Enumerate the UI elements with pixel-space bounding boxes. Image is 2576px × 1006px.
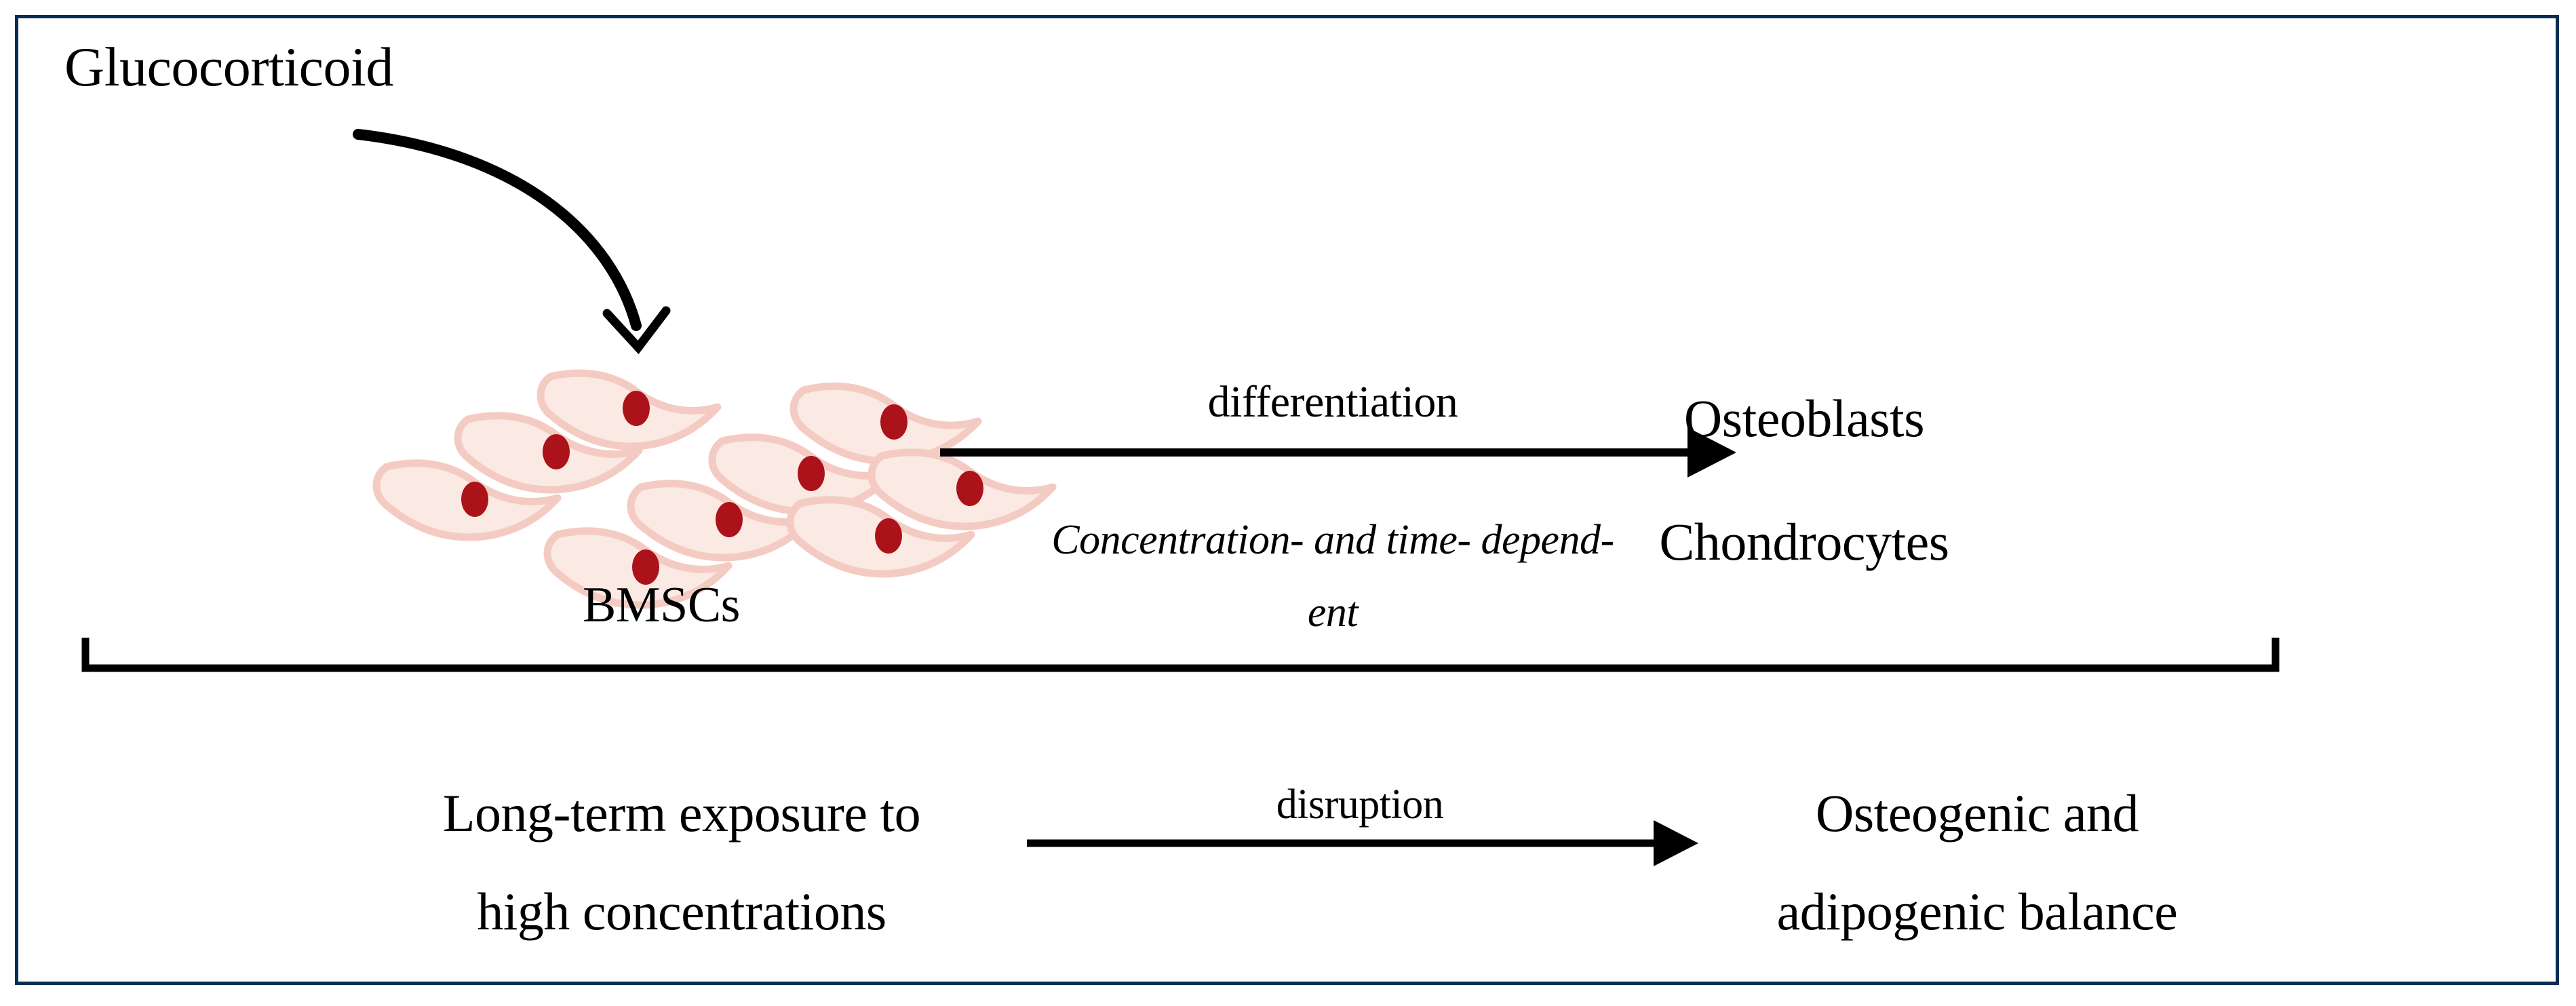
osteoblasts-label: Osteoblasts	[1683, 389, 1925, 448]
bmscs-label: BMSCs	[583, 577, 740, 633]
glucocorticoid-label: Glucocorticoid	[64, 36, 393, 98]
long-term-exposure-label-line2: high concentrations	[477, 882, 886, 941]
osteogenic-adipogenic-balance-label-line1: Osteogenic and	[1815, 783, 2139, 843]
long-term-exposure-label-line1: Long-term exposure to	[442, 783, 921, 843]
concentration-time-dependent-label-line1: Concentration- and time- depend-	[1051, 517, 1614, 563]
osteogenic-adipogenic-balance-label-line2: adipogenic balance	[1776, 882, 2178, 941]
chondrocytes-label: Chondrocytes	[1659, 512, 1949, 571]
disruption-label: disruption	[1276, 781, 1444, 828]
figure-border	[15, 15, 2559, 985]
differentiation-label: differentiation	[1207, 377, 1458, 427]
concentration-time-dependent-label-line2: ent	[1307, 589, 1359, 636]
